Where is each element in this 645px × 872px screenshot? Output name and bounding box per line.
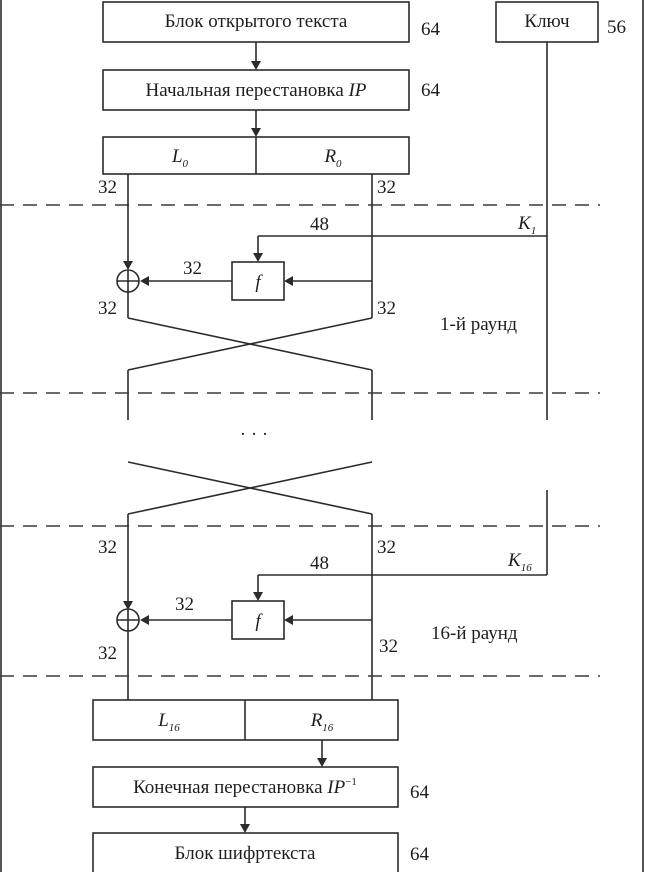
round16-label: 16-й раунд: [431, 623, 518, 644]
ciphertext-label: Блок шифртекста: [175, 843, 316, 864]
l16-label: L16: [157, 710, 180, 734]
round1-left-in-bits: 32: [98, 177, 117, 198]
round1-right-out-bits: 32: [377, 298, 396, 319]
arrowhead: [284, 615, 293, 625]
initial-permutation-bits: 64: [421, 80, 441, 101]
round1-subkey-bits: 48: [310, 214, 329, 235]
final-permutation-block: [92, 766, 399, 808]
ciphertext-block: [92, 832, 399, 872]
initial-permutation-label: Начальная перестановка IP: [146, 80, 367, 101]
round1-left-out-bits: 32: [98, 298, 117, 319]
round16-right-out-bits: 32: [379, 636, 398, 657]
final-permutation-label: Конечная перестановка IP−1: [133, 776, 357, 798]
arrowhead: [251, 128, 261, 137]
rounds-ellipsis: · · ·: [240, 424, 268, 445]
round16-left-out-bits: 32: [98, 643, 117, 664]
plaintext-bits: 64: [421, 19, 441, 40]
r0-label: R0: [323, 146, 342, 170]
key-label: Ключ: [524, 11, 570, 32]
round1-label: 1-й раунд: [440, 314, 517, 335]
round1-swap-line-b: [127, 317, 373, 371]
l0-label: L0: [171, 146, 189, 170]
round1-right-in-bits: 32: [377, 177, 396, 198]
round16-left-in-bits: 32: [98, 537, 117, 558]
round16-f-label: f: [255, 611, 263, 632]
arrowhead: [123, 261, 133, 270]
arrowhead: [253, 592, 263, 601]
round16-right-in-bits: 32: [377, 537, 396, 558]
round16-subkey-label: K16: [507, 550, 532, 574]
round1-xor-icon: [116, 269, 140, 293]
key-block: [495, 1, 599, 43]
arrowhead: [240, 824, 250, 833]
arrowhead: [317, 758, 327, 767]
arrowhead: [123, 601, 133, 610]
r16-label: R16: [310, 710, 334, 734]
round16-swap-line-b: [127, 461, 373, 515]
round16-f-out-bits: 32: [175, 594, 194, 615]
round1-subkey-label: K1: [517, 213, 536, 237]
round1-f-out-bits: 32: [183, 258, 202, 279]
arrowhead: [253, 253, 263, 262]
ciphertext-bits: 64: [410, 844, 430, 865]
final-permutation-bits: 64: [410, 782, 430, 803]
round1-f-label: f: [255, 272, 263, 293]
plaintext-label: Блок открытого текста: [165, 11, 348, 32]
round16-xor-icon: [116, 608, 140, 632]
arrowhead: [251, 61, 261, 70]
round16-subkey-bits: 48: [310, 553, 329, 574]
plaintext-block: [102, 1, 410, 43]
round1-f-box: [231, 261, 285, 301]
arrowhead: [140, 276, 149, 286]
key-bits: 56: [607, 17, 626, 38]
initial-permutation-block: [102, 69, 410, 111]
arrowhead: [140, 615, 149, 625]
arrowhead: [284, 276, 293, 286]
